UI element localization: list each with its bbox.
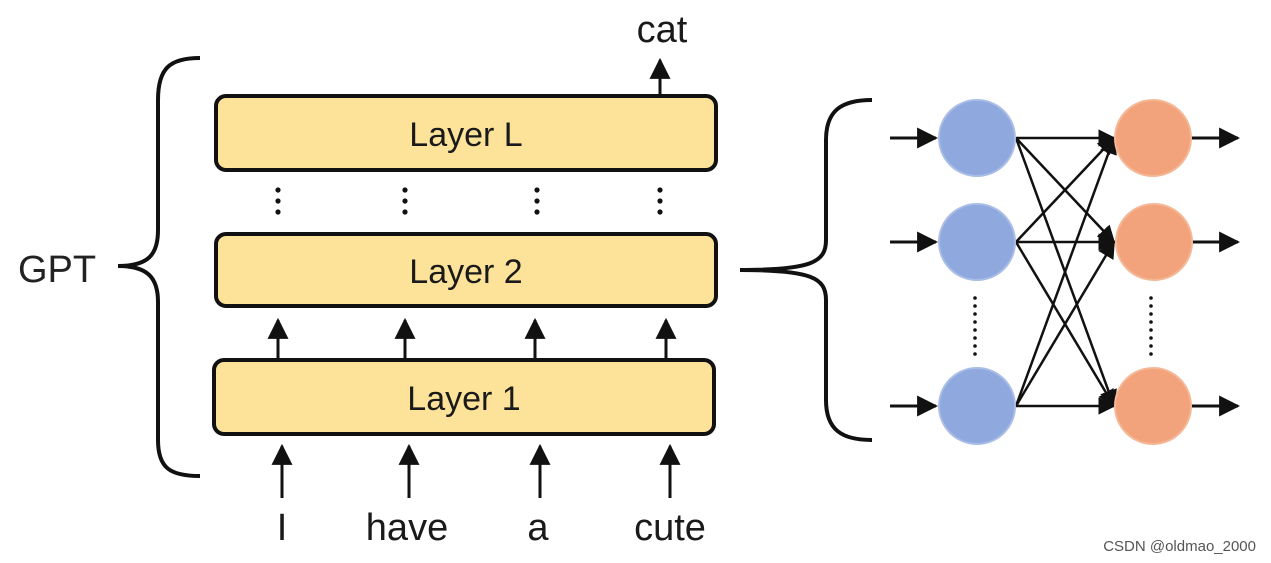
watermark: CSDN @oldmao_2000 <box>1103 538 1256 555</box>
output-node-1 <box>1114 99 1192 177</box>
layer-2-box <box>214 232 718 308</box>
layer-L-label: Layer L <box>409 116 522 154</box>
layer-1-box <box>212 358 716 436</box>
layer1-to-layer2-arrows <box>267 317 677 360</box>
input-arrows <box>271 443 681 498</box>
network-connections <box>1014 129 1117 415</box>
output-token: cat <box>637 9 688 51</box>
node-ellipsis <box>973 296 1153 356</box>
input-token-0: I <box>277 507 288 549</box>
network-brace <box>739 98 873 442</box>
output-node-2 <box>1115 203 1193 281</box>
input-token-2: a <box>527 507 549 549</box>
network-input-arrows <box>890 127 939 417</box>
layer-L-box <box>214 94 718 172</box>
gpt-brace <box>117 56 201 478</box>
gpt-label: GPT <box>18 249 96 291</box>
network-output-arrows <box>1190 127 1241 417</box>
input-node-1 <box>938 99 1016 177</box>
layer-ellipsis <box>275 187 663 215</box>
layer-2-label: Layer 2 <box>409 253 522 291</box>
input-node-2 <box>938 203 1016 281</box>
input-token-3: cute <box>634 507 706 549</box>
input-token-1: have <box>366 507 448 549</box>
layer-1-label: Layer 1 <box>407 380 520 418</box>
input-node-n <box>938 367 1016 445</box>
output-node-n <box>1114 367 1192 445</box>
